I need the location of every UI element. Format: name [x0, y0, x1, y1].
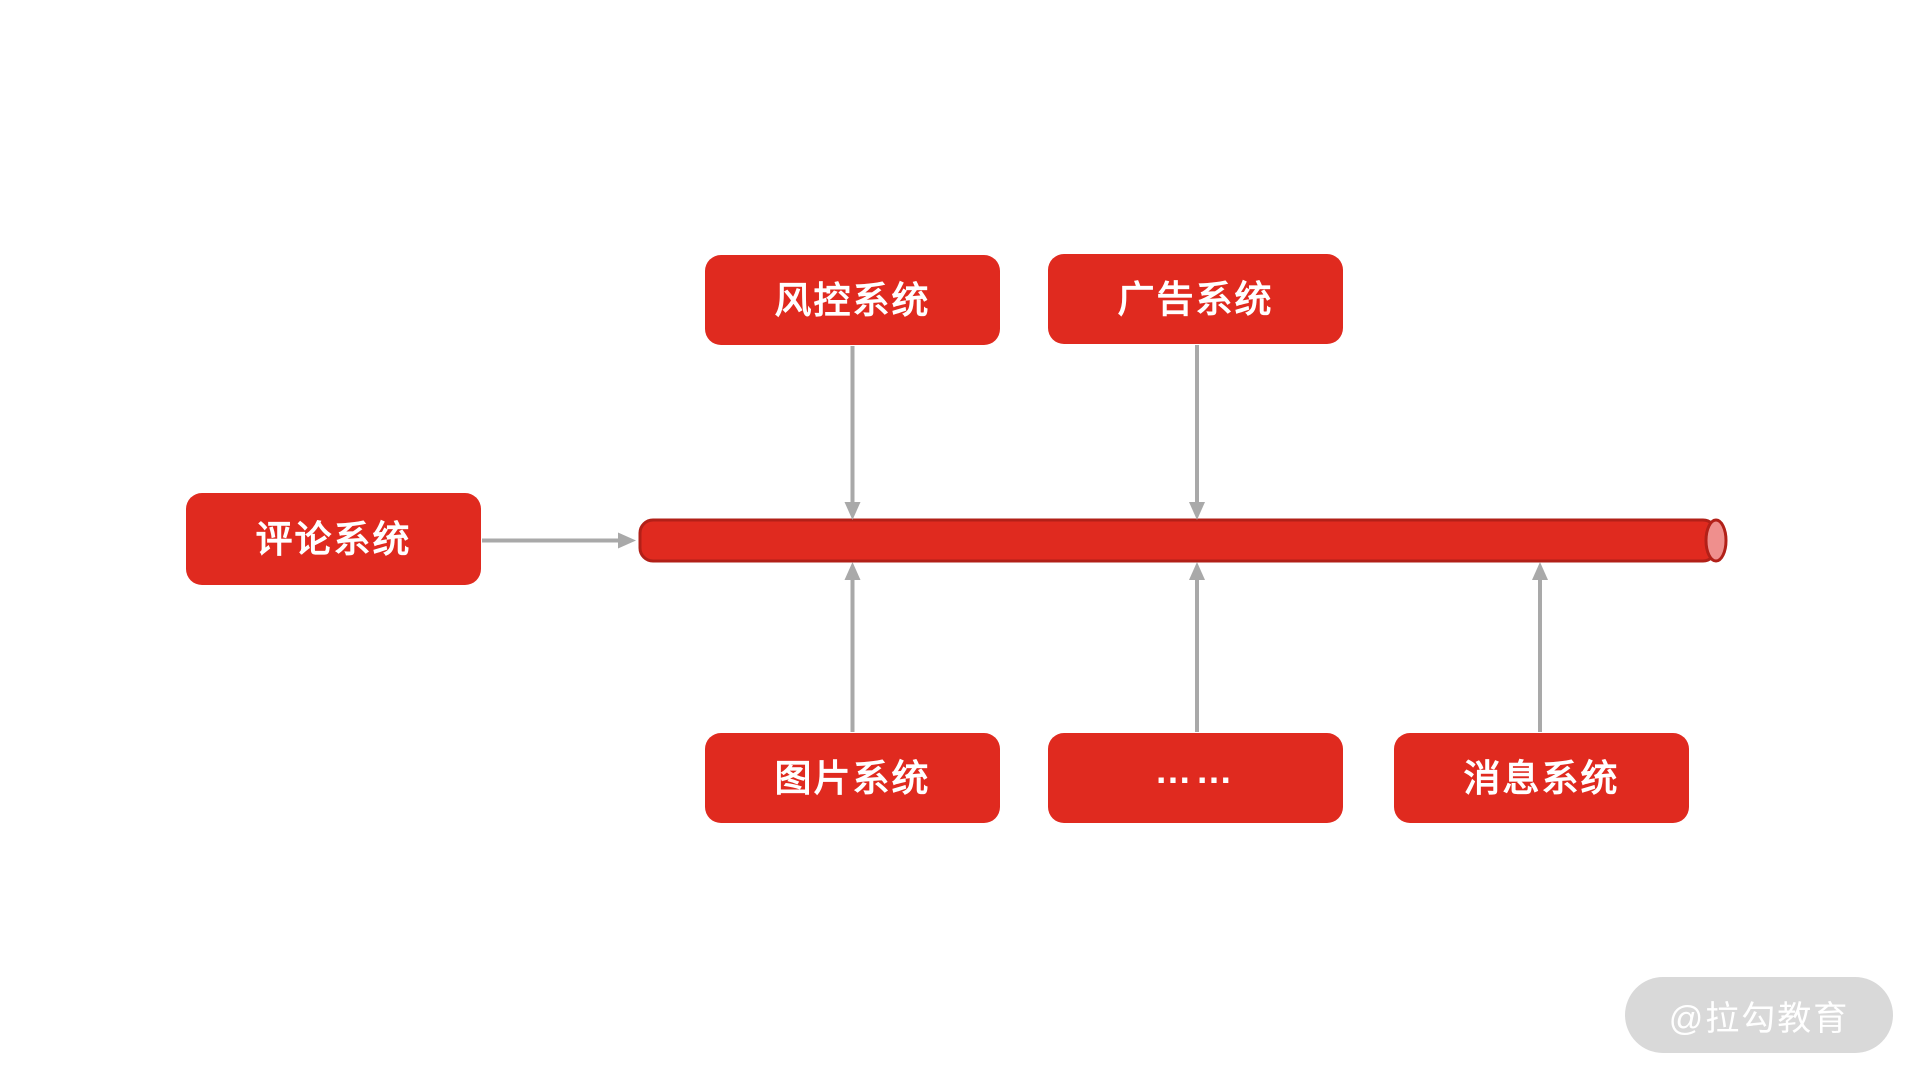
node-label: 风控系统	[774, 279, 931, 321]
node-risk-control-system: 风控系统	[705, 255, 1000, 345]
node-label: 消息系统	[1463, 757, 1620, 799]
arrow-ellipsis-to-bus	[1189, 562, 1205, 732]
watermark-badge: @拉勾教育	[1625, 977, 1893, 1053]
node-label: 图片系统	[774, 757, 931, 799]
node-label: 广告系统	[1117, 278, 1274, 320]
node-comment-system: 评论系统	[186, 493, 481, 585]
arrow-message-to-bus	[1532, 562, 1548, 732]
node-message-system: 消息系统	[1394, 733, 1689, 823]
arrow-image-to-bus	[844, 562, 861, 732]
node-image-system: 图片系统	[705, 733, 1000, 823]
arrow-comment-to-bus	[482, 532, 636, 549]
node-label: 评论系统	[255, 518, 412, 560]
node-label: ……	[1154, 749, 1237, 791]
node-ad-system: 广告系统	[1048, 254, 1343, 344]
arrow-risk-to-bus	[844, 346, 861, 520]
node-other-systems-ellipsis: ……	[1048, 733, 1343, 823]
arrow-ad-to-bus	[1189, 345, 1205, 520]
cylinder-end-cap	[1704, 518, 1728, 563]
cylinder-body	[638, 518, 1718, 563]
message-bus-cylinder	[638, 518, 1728, 563]
watermark-text: @拉勾教育	[1668, 999, 1850, 1038]
